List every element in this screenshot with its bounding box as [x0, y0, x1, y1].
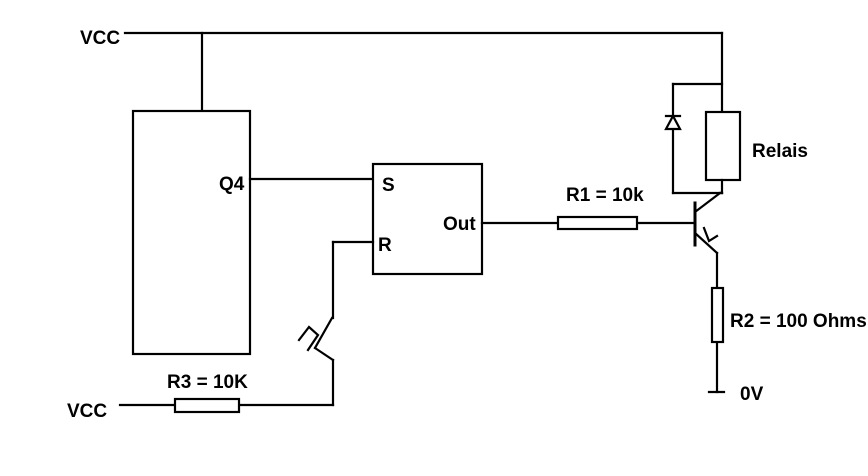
npn-transistor	[693, 191, 722, 255]
reset-wire	[331, 240, 375, 320]
r3-label: R3 = 10K	[167, 372, 248, 393]
r2-resistor	[710, 286, 725, 344]
relay-coil	[704, 110, 742, 182]
r1-resistor	[556, 215, 639, 231]
vcc-top-label: VCC	[80, 28, 120, 49]
relay-wire	[671, 82, 724, 195]
flipflop-block	[371, 162, 484, 276]
q4-label: Q4	[219, 174, 245, 195]
r2-label: R2 = 100 Ohms	[730, 311, 867, 332]
r1-label: R1 = 10k	[566, 185, 644, 206]
flyback-diode	[664, 113, 682, 131]
set-label: S	[382, 175, 395, 196]
relay-label: Relais	[752, 141, 808, 162]
reset-label: R	[378, 235, 392, 256]
r3-resistor	[173, 397, 241, 414]
ground-label: 0V	[740, 384, 764, 405]
push-button-switch	[297, 316, 335, 407]
counter-ic-block	[131, 109, 252, 356]
out-label: Out	[443, 214, 476, 235]
vcc-bottom-label: VCC	[67, 401, 107, 422]
vcc-rail	[123, 31, 724, 114]
